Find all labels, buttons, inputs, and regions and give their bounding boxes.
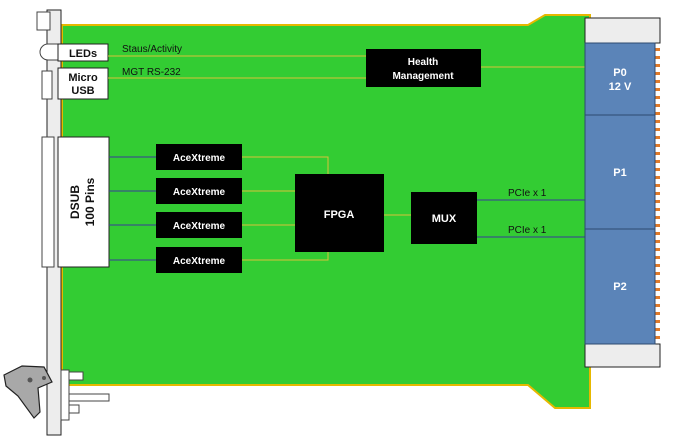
mux-block <box>411 192 477 244</box>
backplane-pin <box>655 120 660 123</box>
connector-p1 <box>584 114 656 230</box>
usb-label-line1: Micro <box>68 72 98 84</box>
backplane-pin <box>655 320 660 323</box>
backplane-pin <box>655 264 660 267</box>
connector-p1-label: P1 <box>613 167 626 179</box>
fpga-block <box>295 174 384 252</box>
backplane-pin <box>655 304 660 307</box>
connector-bottom-cap <box>584 343 661 368</box>
backplane-pin <box>655 288 660 291</box>
connector-p2 <box>584 228 656 345</box>
backplane-pin <box>655 152 660 155</box>
dsub-box <box>57 136 110 268</box>
backplane-pin <box>655 184 660 187</box>
health-label-line2: Management <box>392 71 454 82</box>
backplane-pin <box>655 296 660 299</box>
backplane-pin <box>655 168 660 171</box>
wire-ace1-fpga <box>242 156 329 174</box>
dsub-flange <box>41 136 55 268</box>
mux-label: MUX <box>432 213 457 225</box>
usb-box <box>57 67 109 100</box>
backplane-pin <box>655 80 660 83</box>
signal-serial-label: MGT RS-232 <box>122 67 181 78</box>
front-panel-top-screw <box>36 11 51 31</box>
backplane-pin <box>655 232 660 235</box>
backplane-pin <box>655 240 660 243</box>
backplane-pin <box>655 112 660 115</box>
connector-p0 <box>584 42 656 116</box>
backplane-pin <box>655 256 660 259</box>
acextreme-block-3 <box>156 212 242 238</box>
backplane-pin <box>655 56 660 59</box>
signal-pcie-bottom-label: PCIe x 1 <box>508 225 547 236</box>
acextreme-label-2: AceXtreme <box>173 187 226 198</box>
backplane-pin <box>655 176 660 179</box>
backplane-pin <box>655 336 660 339</box>
backplane-pin <box>655 144 660 147</box>
backplane-pin <box>655 128 660 131</box>
backplane-pin <box>655 224 660 227</box>
backplane-pin <box>655 72 660 75</box>
backplane-pin <box>655 328 660 331</box>
fpga-label: FPGA <box>324 209 355 221</box>
connector-top-cap <box>584 17 661 44</box>
acextreme-label-4: AceXtreme <box>173 256 226 267</box>
usb-bump <box>41 70 53 100</box>
led-label: LEDs <box>69 48 97 60</box>
acextreme-label-3: AceXtreme <box>173 221 226 232</box>
backplane-pin <box>655 248 660 251</box>
backplane-pins <box>655 48 660 339</box>
backplane-pin <box>655 272 660 275</box>
backplane-pin <box>655 64 660 67</box>
backplane-pin <box>655 280 660 283</box>
dsub-label-line2: 100 Pins <box>83 177 97 226</box>
health-management-block <box>366 49 481 87</box>
wire-ace4-fpga <box>242 252 329 261</box>
acextreme-block-4 <box>156 247 242 273</box>
backplane-pin <box>655 136 660 139</box>
backplane-pin <box>655 88 660 91</box>
ejector-handle <box>3 365 110 421</box>
backplane-pin <box>655 200 660 203</box>
backplane-pin <box>655 216 660 219</box>
signal-pcie-top-label: PCIe x 1 <box>508 188 547 199</box>
backplane-pin <box>655 104 660 107</box>
connector-p0-label-line1: P0 <box>613 67 626 79</box>
acextreme-block-1 <box>156 144 242 170</box>
led-lightpipe <box>39 43 59 61</box>
backplane-pin <box>655 312 660 315</box>
led-box <box>57 43 109 62</box>
backplane-pin <box>655 192 660 195</box>
dsub-label-line1: DSUB <box>68 185 82 219</box>
connector-p0-label-line2: 12 V <box>609 81 632 93</box>
backplane-pin <box>655 96 660 99</box>
usb-label-line2: USB <box>71 85 94 97</box>
backplane-pin <box>655 160 660 163</box>
signal-status-label: Staus/Activity <box>122 44 182 55</box>
acextreme-label-1: AceXtreme <box>173 153 226 164</box>
backplane-pin <box>655 48 660 51</box>
acextreme-block-2 <box>156 178 242 204</box>
health-label-line1: Health <box>408 57 439 68</box>
backplane-pin <box>655 208 660 211</box>
connector-p2-label: P2 <box>613 281 626 293</box>
